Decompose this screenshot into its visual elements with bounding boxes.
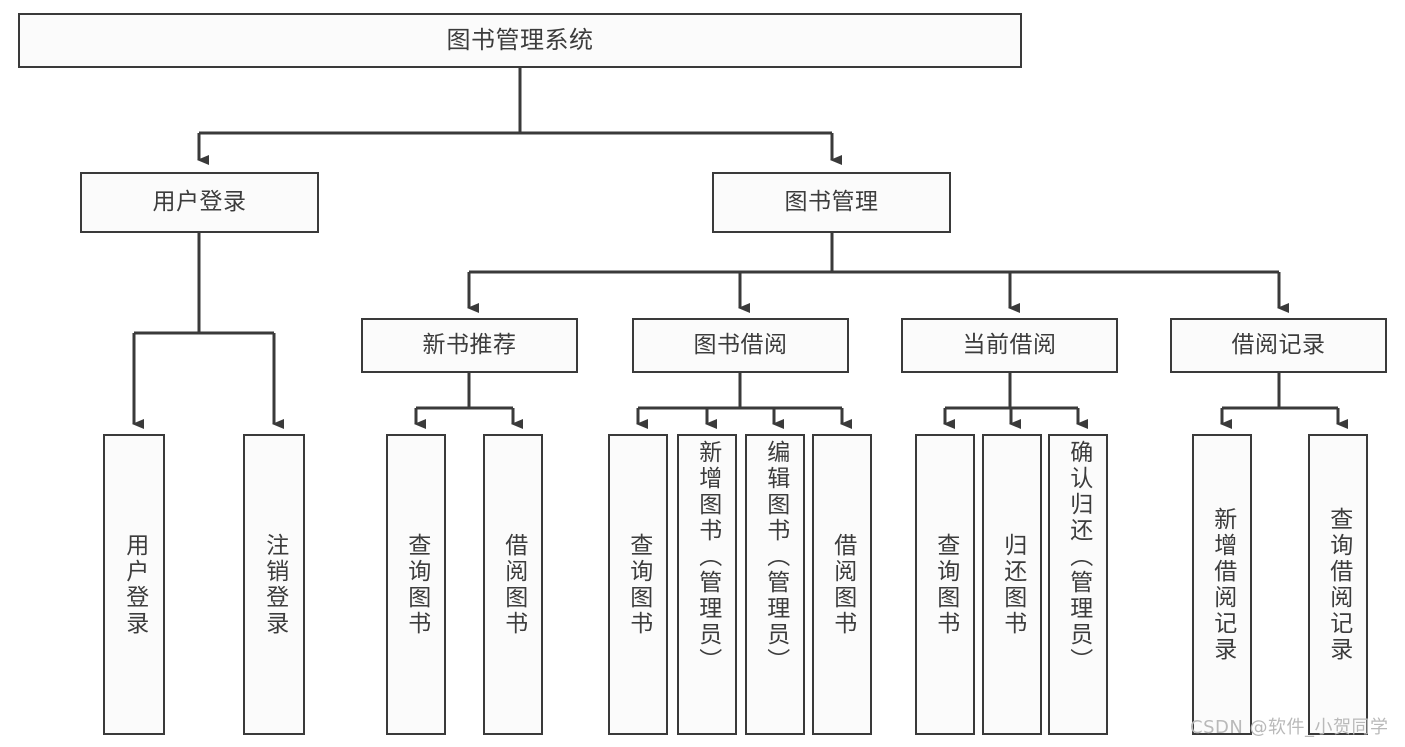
node-current-borrow-label: 当前借阅	[962, 331, 1057, 358]
node-leaf-query-book-3[interactable]: 查询图书	[915, 434, 975, 735]
node-leaf-query-book-1-label: 查询图书	[403, 532, 430, 637]
node-leaf-query-book-1[interactable]: 查询图书	[386, 434, 446, 735]
node-leaf-edit-book[interactable]: 编辑图书（管理员）	[745, 434, 805, 735]
node-book-management-label: 图书管理	[784, 188, 879, 215]
node-leaf-borrow-book-2-label: 借阅图书	[829, 532, 856, 637]
node-borrow-record-label: 借阅记录	[1231, 331, 1326, 358]
node-leaf-return-book-label: 归还图书	[999, 532, 1026, 637]
node-leaf-borrow-book-1[interactable]: 借阅图书	[483, 434, 543, 735]
node-leaf-logout-login[interactable]: 注销登录	[243, 434, 305, 735]
node-leaf-add-record[interactable]: 新增借阅记录	[1192, 434, 1252, 735]
node-leaf-borrow-book-2[interactable]: 借阅图书	[812, 434, 872, 735]
node-leaf-return-book[interactable]: 归还图书	[982, 434, 1042, 735]
node-leaf-confirm-return[interactable]: 确认归还（管理员）	[1048, 434, 1108, 735]
node-leaf-query-record-label: 查询借阅记录	[1325, 506, 1352, 663]
node-leaf-query-book-3-label: 查询图书	[932, 532, 959, 637]
node-new-book-recommend[interactable]: 新书推荐	[361, 318, 578, 373]
node-root[interactable]: 图书管理系统	[18, 13, 1022, 68]
node-book-borrow[interactable]: 图书借阅	[632, 318, 849, 373]
node-leaf-user-login[interactable]: 用户登录	[103, 434, 165, 735]
node-leaf-add-book[interactable]: 新增图书（管理员）	[677, 434, 737, 735]
node-user-login[interactable]: 用户登录	[80, 172, 319, 233]
node-leaf-query-record[interactable]: 查询借阅记录	[1308, 434, 1368, 735]
node-leaf-borrow-book-1-label: 借阅图书	[500, 532, 527, 637]
node-book-borrow-label: 图书借阅	[693, 331, 788, 358]
node-leaf-query-book-2-label: 查询图书	[625, 532, 652, 637]
node-root-label: 图书管理系统	[446, 26, 594, 55]
node-user-login-label: 用户登录	[152, 188, 247, 215]
node-leaf-confirm-return-label: 确认归还（管理员）	[1065, 440, 1092, 674]
node-leaf-add-book-label: 新增图书（管理员）	[694, 440, 721, 674]
node-leaf-query-book-2[interactable]: 查询图书	[608, 434, 668, 735]
node-leaf-user-login-label: 用户登录	[121, 532, 148, 637]
node-leaf-add-record-label: 新增借阅记录	[1209, 506, 1236, 663]
node-current-borrow[interactable]: 当前借阅	[901, 318, 1118, 373]
node-leaf-logout-login-label: 注销登录	[261, 532, 288, 637]
watermark: CSDN @软件_小贺同学	[1190, 717, 1389, 738]
node-borrow-record[interactable]: 借阅记录	[1170, 318, 1387, 373]
node-leaf-edit-book-label: 编辑图书（管理员）	[762, 440, 789, 674]
node-book-management[interactable]: 图书管理	[712, 172, 951, 233]
node-new-book-recommend-label: 新书推荐	[422, 331, 517, 358]
